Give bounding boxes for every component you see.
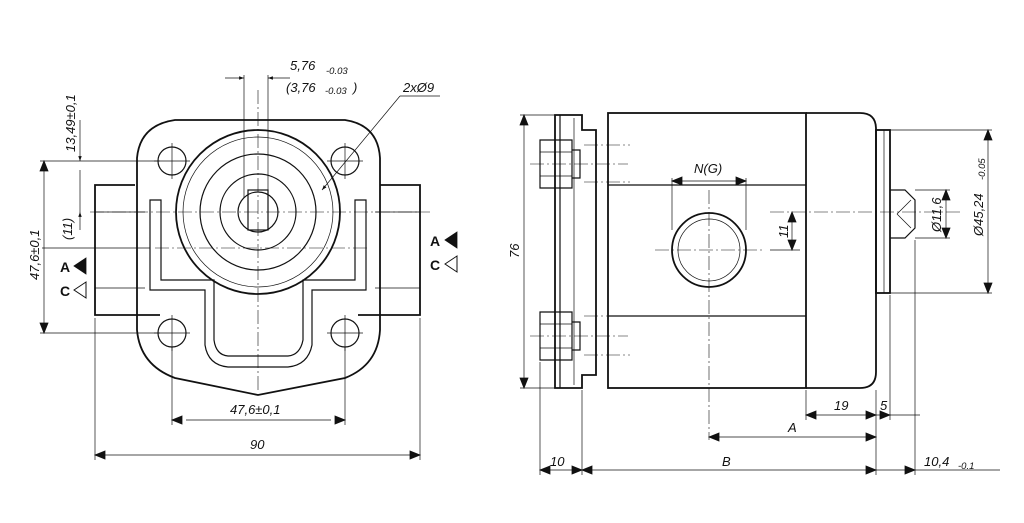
dim-overall-width: 90 bbox=[250, 437, 265, 452]
dim-port-offset: 11 bbox=[776, 225, 791, 239]
dim-shaft-dia: Ø11,6 bbox=[929, 197, 944, 233]
pilot-ring bbox=[875, 129, 891, 294]
dim-key-width-tol: -0.03 bbox=[326, 66, 348, 77]
dim-key-depth-close: ) bbox=[351, 80, 357, 95]
dim-a: A bbox=[787, 420, 797, 435]
dim-top-offset: 13,49±0,1 bbox=[63, 94, 78, 152]
dim-b: B bbox=[722, 454, 731, 469]
port-a-right-icon bbox=[444, 231, 458, 249]
dim-pilot-tol: -0.05 bbox=[977, 158, 988, 180]
dim-port: N(G) bbox=[694, 161, 722, 176]
port-c-left-label: C bbox=[60, 283, 70, 299]
bolt-hole-top-right bbox=[327, 143, 363, 179]
port-c-right-label: C bbox=[430, 257, 440, 273]
port-a-right-label: A bbox=[430, 233, 440, 249]
dim-5: 5 bbox=[880, 398, 888, 413]
dim-horizontal-bolt: 47,6±0,1 bbox=[230, 402, 281, 417]
port-a-left-label: A bbox=[60, 259, 70, 275]
dim-19: 19 bbox=[834, 398, 848, 413]
flange-outline bbox=[136, 119, 381, 396]
dim-vertical-bolt: 47,6±0,1 bbox=[27, 229, 42, 280]
dim-shaft-len-tol: -0.1 bbox=[958, 461, 974, 472]
port-a-left-icon bbox=[73, 257, 87, 275]
rear-cover bbox=[806, 112, 877, 389]
dim-holes: 2xØ9 bbox=[402, 80, 434, 95]
dim-height: 76 bbox=[507, 243, 522, 258]
inner-pocket bbox=[149, 199, 367, 368]
dim-key-width: 5,76 bbox=[290, 58, 316, 73]
dim-key-depth: (3,76 bbox=[286, 80, 316, 95]
pump-body bbox=[607, 112, 807, 389]
front-view: 5,76 -0.03 (3,76 -0.03 ) 2xØ9 13,49±0,1 … bbox=[27, 58, 458, 460]
dim-10: 10 bbox=[550, 454, 565, 469]
port-c-left-icon bbox=[73, 281, 87, 299]
shaft bbox=[890, 189, 916, 239]
bolt-hole-bottom-right bbox=[327, 315, 363, 351]
dim-pilot-dia: Ø45,24 bbox=[971, 193, 986, 237]
dim-mid-offset: (11) bbox=[60, 218, 75, 240]
side-flange bbox=[554, 114, 597, 389]
dim-shaft-len: 10,4 bbox=[924, 454, 949, 469]
dim-key-depth-tol: -0.03 bbox=[325, 86, 347, 97]
side-view: N(G) 11 76 Ø11,6 Ø45,24 -0.05 bbox=[507, 112, 1000, 475]
port-c-right-icon bbox=[444, 255, 458, 273]
